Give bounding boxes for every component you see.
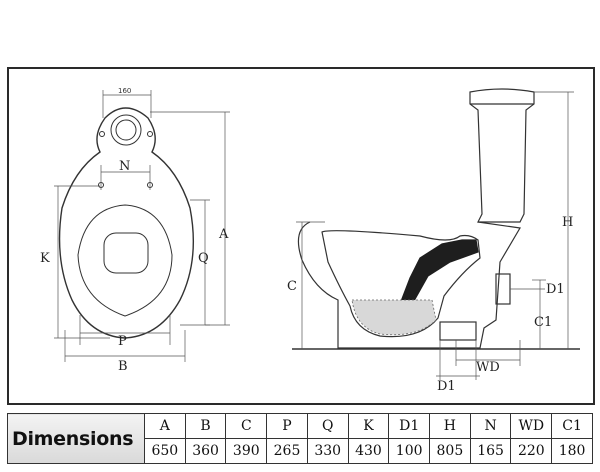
table-header-cell: Q [306,413,349,439]
plan-inner-rim [77,204,173,317]
table-header-cell: H [429,413,471,439]
table-header-cell: P [266,413,308,439]
table-header-cell: WD [510,413,553,439]
side-label-h: H [562,215,573,230]
side-bowl-outline [297,221,521,349]
table-header-cell: C [225,413,268,439]
side-cistern [469,88,535,223]
plan-label-q: Q [198,251,209,266]
table-value-cell: 220 [510,438,553,464]
table-value-cell: 100 [388,438,431,464]
table-value-cell: 165 [469,438,512,464]
plan-seat [103,232,149,274]
table-header-cell: K [347,413,390,439]
drawing-frame [7,67,595,405]
table-value-cell: 180 [551,438,593,464]
table-value-cell: 330 [306,438,349,464]
plan-label-p: P [118,334,127,349]
table-value-cell: 430 [347,438,390,464]
side-label-d1-bottom: D1 [437,379,456,394]
side-bowl-inner [321,230,481,338]
table-header-cell: C1 [551,413,593,439]
plan-bolt-right [147,131,153,137]
plan-label-n: N [119,159,130,174]
plan-label-b: B [118,359,128,374]
plan-bowl-outline [58,107,194,339]
table-value-row: 650 360 390 265 330 430 100 805 165 220 … [8,438,593,464]
table-title: Dimensions [7,413,145,464]
table-header-cell: A [144,413,186,439]
side-floor-outlet [439,321,477,341]
plan-label-k: K [40,251,50,266]
dimensions-table: Dimensions A B C P Q K D1 H N WD C1 650 … [7,413,593,464]
side-label-d1-right: D1 [546,282,565,297]
table-header-cell: B [184,413,227,439]
plan-label-a: A [218,227,229,242]
side-water [351,299,437,336]
plan-bolt-left [99,131,105,137]
table-value-cell: 390 [225,438,268,464]
side-label-c: C [287,279,297,294]
side-trapway [399,239,479,309]
plan-tank-outer [110,114,142,146]
plan-label-160: 160 [118,87,131,95]
table-header-cell: N [469,413,512,439]
table-value-cell: 265 [266,438,308,464]
table-header-row: Dimensions A B C P Q K D1 H N WD C1 [7,413,593,464]
technical-drawing: 160 N K Q A P B [7,67,595,405]
side-view [292,88,580,380]
table-header-cell: D1 [388,413,431,439]
plan-tank-inner [115,119,137,141]
table-value-cell: 805 [429,438,471,464]
side-label-wd: WD [476,360,500,375]
side-label-c1: C1 [534,315,552,330]
table-value-cell: 360 [184,438,227,464]
plan-view [54,90,230,362]
table-value-cell: 650 [144,438,186,464]
